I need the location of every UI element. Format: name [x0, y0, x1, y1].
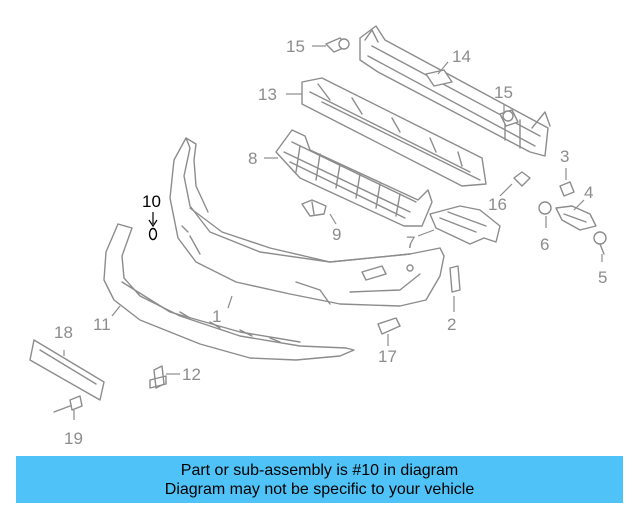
part-8-grille [275, 129, 433, 227]
callout-4: 4 [584, 183, 593, 202]
part-9-bolt [301, 199, 327, 217]
leader-lines [63, 45, 603, 420]
part-12-bolt [149, 365, 167, 389]
part-15-clip-upper [325, 37, 350, 53]
callout-16: 16 [488, 195, 507, 214]
part-10-clip [148, 227, 158, 241]
part-1-bumper-cover [169, 137, 445, 307]
info-banner: Part or sub-assembly is #10 in diagram D… [16, 456, 623, 503]
banner-line-part: Part or sub-assembly is #10 in diagram [180, 461, 459, 479]
part-17-cover [377, 317, 401, 335]
callout-14: 14 [452, 47, 471, 66]
part-4-bracket [555, 205, 597, 231]
part-5-screw [593, 231, 607, 255]
part-14-reinforcement [359, 25, 551, 157]
callout-11: 11 [93, 315, 111, 334]
callout-13: 13 [258, 85, 277, 104]
callout-18: 18 [54, 323, 73, 342]
part-13-absorber [301, 77, 487, 187]
banner-line-disclaimer: Diagram may not be specific to your vehi… [164, 480, 475, 498]
callout-15-lower: 15 [494, 83, 513, 102]
part-18-plate-bracket [29, 339, 105, 401]
part-19-screw [53, 395, 83, 413]
callout-1: 1 [212, 307, 221, 326]
callout-17: 17 [378, 347, 397, 366]
part-6-nut [538, 201, 552, 215]
callout-6: 6 [540, 235, 549, 254]
callout-9: 9 [332, 225, 341, 244]
callout-3: 3 [560, 147, 569, 166]
callout-19: 19 [64, 429, 83, 448]
part-11-spoiler [103, 223, 355, 361]
callout-15-upper: 15 [286, 37, 305, 56]
part-3-nut [559, 181, 575, 197]
part-2-bolt [449, 265, 461, 293]
part-16-clip [513, 171, 531, 187]
part-7-bracket [429, 205, 501, 245]
callout-12: 12 [182, 365, 201, 384]
callout-5: 5 [598, 268, 607, 287]
callout-10: 10 [142, 192, 161, 211]
callout-2: 2 [447, 315, 456, 334]
callout-7: 7 [406, 233, 415, 252]
callout-8: 8 [248, 149, 257, 168]
